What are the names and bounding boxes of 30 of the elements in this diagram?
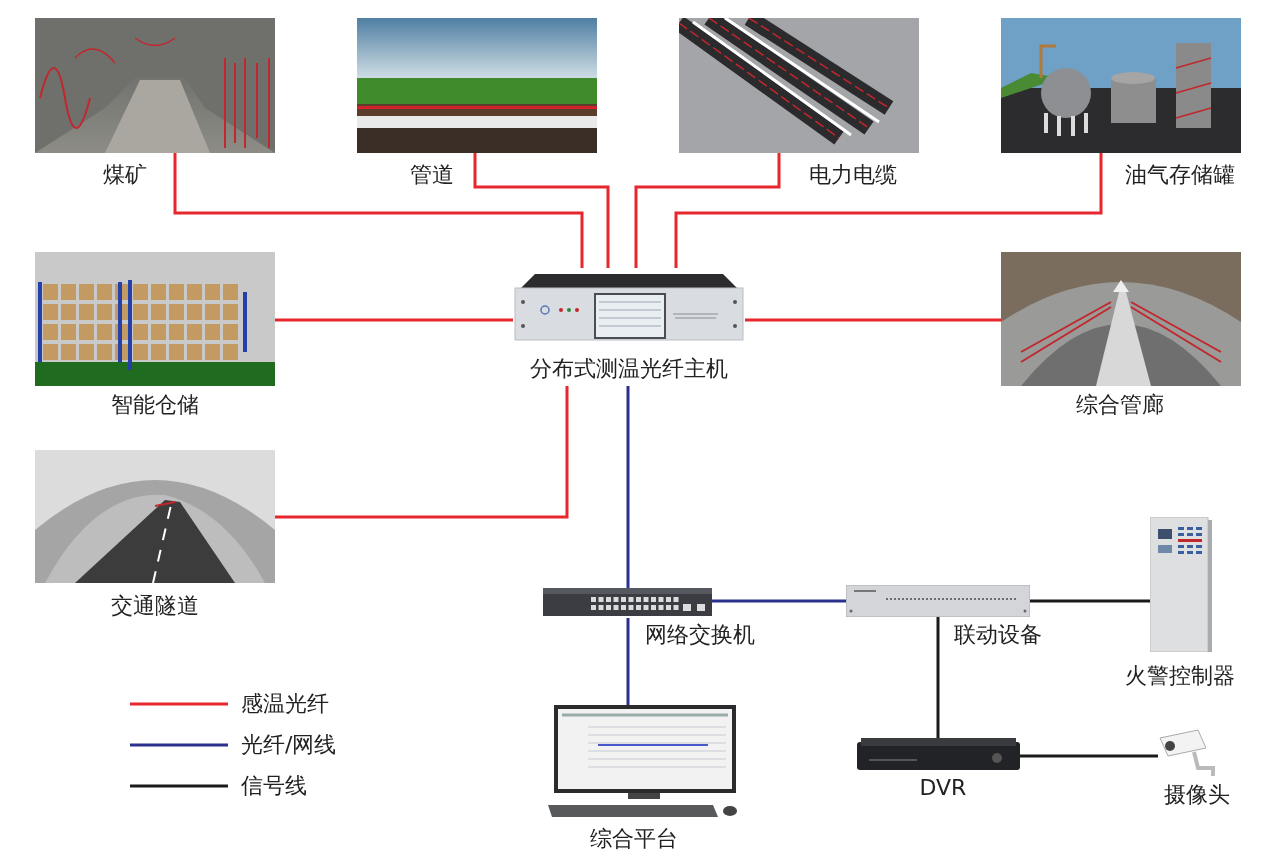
connector-line [473, 153, 610, 268]
node-label: 交通隧道 [111, 593, 199, 619]
legend-text: 信号线 [241, 773, 307, 799]
node-label: 油气存储罐 [1125, 162, 1235, 188]
connector-line [626, 386, 630, 588]
connector-line [634, 153, 781, 268]
node-label: 管道 [410, 162, 454, 188]
connector-line [745, 318, 1001, 322]
node-label: DVR [919, 775, 967, 801]
connector-line [275, 318, 513, 322]
node-label: 摄像头 [1164, 782, 1230, 808]
node-label: 火警控制器 [1125, 663, 1235, 689]
device-label: 分布式测温光纤主机 [529, 356, 729, 382]
node-label: 综合管廊 [1076, 392, 1164, 418]
connector-line [1030, 599, 1150, 603]
legend-text: 感温光纤 [241, 691, 329, 717]
connector-line [674, 153, 1103, 268]
node-label: 网络交换机 [645, 622, 755, 648]
connector-line [173, 153, 584, 268]
connector-line [626, 618, 630, 705]
node-label: 智能仓储 [111, 392, 199, 418]
node-label: 联动设备 [954, 622, 1042, 648]
connector-line [275, 386, 569, 519]
node-label: 综合平台 [590, 826, 678, 852]
node-label: 电力电缆 [809, 162, 897, 188]
legend-text: 光纤/网线 [241, 732, 337, 758]
node-label: 煤矿 [103, 162, 147, 188]
connector-line [936, 617, 940, 738]
connector-line [712, 599, 846, 603]
connector-line [1020, 754, 1158, 758]
